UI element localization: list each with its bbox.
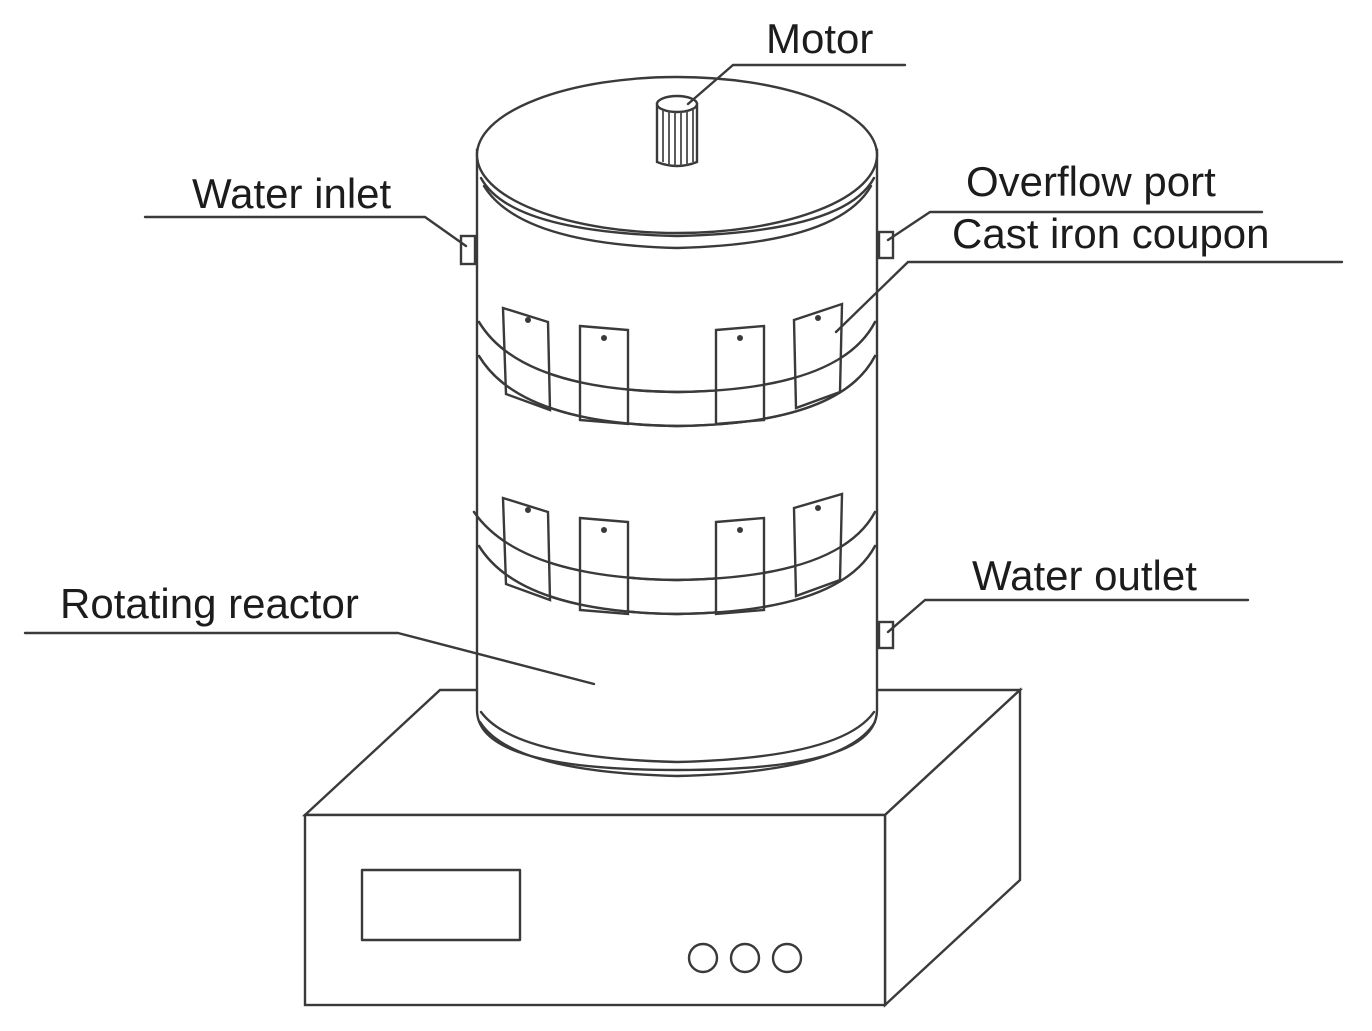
- upper-coupon-1: [501, 306, 552, 412]
- motor-label: Motor: [766, 15, 873, 62]
- reactor-cylinder: [459, 75, 895, 778]
- lower-ring-band-front: [477, 544, 877, 616]
- rotating-reactor-label: Rotating reactor: [60, 580, 359, 627]
- coupon-hole: [737, 335, 743, 341]
- bottom-rim-1: [479, 710, 876, 764]
- overflow-port-leader: [886, 210, 1264, 242]
- cast-iron-coupon-label: Cast iron coupon: [952, 210, 1270, 257]
- coupon-hole: [601, 527, 607, 533]
- lid-rim-1: [479, 176, 876, 238]
- motor: [655, 94, 699, 168]
- lower-coupon-3: [714, 516, 766, 616]
- lid-rim-2: [482, 184, 873, 250]
- cast-iron-coupon-leader: [834, 260, 1344, 334]
- overflow-port: [877, 230, 895, 260]
- coupon-hole: [815, 315, 821, 321]
- water-outlet-port: [877, 620, 895, 650]
- water-outlet-leader: [886, 598, 1250, 634]
- coupon-hole: [525, 317, 531, 323]
- leader-lines: [23, 63, 1344, 686]
- upper-ring-band-front: [477, 354, 877, 428]
- overflow-port-label: Overflow port: [966, 158, 1216, 205]
- upper-coupon-3: [714, 324, 766, 426]
- lower-coupon-2: [578, 516, 630, 616]
- water-inlet-leader: [143, 215, 468, 248]
- coupon-hole: [737, 527, 743, 533]
- coupon-hole: [525, 507, 531, 513]
- control-knob-2: [729, 942, 761, 974]
- rotating-reactor-leader: [23, 631, 596, 686]
- motor-top: [655, 94, 699, 114]
- lower-ring-band-back: [472, 510, 877, 582]
- upper-ring-band-back: [477, 320, 877, 394]
- bottom-rim-2: [478, 720, 877, 778]
- water-inlet-label: Water inlet: [192, 170, 392, 217]
- display-screen: [360, 868, 522, 942]
- motor-leader: [686, 63, 907, 106]
- coupon-hole: [815, 505, 821, 511]
- lower-coupon-1: [501, 496, 552, 602]
- control-knob-3: [771, 942, 803, 974]
- cylinder-body: [475, 148, 879, 772]
- base-front-face: [303, 813, 887, 1007]
- coupon-hole: [601, 335, 607, 341]
- control-knob-1: [687, 942, 719, 974]
- water-inlet-port: [459, 234, 477, 266]
- water-outlet-label: Water outlet: [972, 552, 1197, 599]
